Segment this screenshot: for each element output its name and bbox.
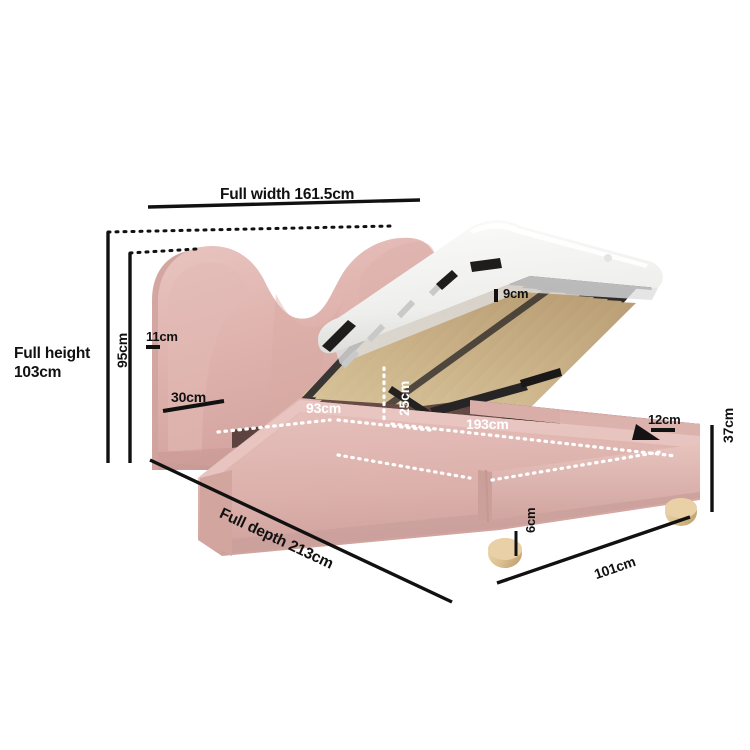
- base-height-label: 37cm: [720, 407, 736, 443]
- full-width-label: Full width 161.5cm: [220, 186, 355, 203]
- full-height-label-line1: Full height: [14, 345, 91, 362]
- headboard-post-width-label: 30cm: [171, 389, 207, 405]
- full-width-line: [147, 198, 421, 209]
- base-front-dotted-2: [490, 450, 662, 482]
- storage-width-label: 93cm: [306, 400, 342, 416]
- slat-frame-clips: [340, 277, 448, 369]
- full-height-label-line2: 103cm: [14, 364, 62, 381]
- storage-depth-label: 25cm: [396, 380, 412, 416]
- storage-base: [198, 368, 700, 556]
- storage-width-line: [216, 418, 332, 434]
- slat-base-thickness-label: 9cm: [503, 286, 529, 301]
- storage-width-line-front: [336, 418, 432, 432]
- headboard-height-label: 95cm: [114, 332, 130, 368]
- full-height-label: Full height 103cm: [14, 344, 90, 382]
- guide-second-dotted: [128, 247, 198, 255]
- storage-length-line: [390, 422, 678, 458]
- bed-width-foot-line: [496, 515, 691, 585]
- base-front-dotted: [336, 453, 472, 480]
- storage-length-label: 193cm: [466, 416, 509, 432]
- headboard-post-width-line: [162, 399, 225, 413]
- storage-length-arrow: [632, 424, 660, 440]
- side-rail-thickness-label: 12cm: [648, 412, 681, 427]
- headboard-thickness-label: 11cm: [146, 329, 178, 344]
- full-depth-line: [149, 458, 453, 604]
- leg-height-label: 6cm: [523, 507, 538, 533]
- guide-top-dotted: [106, 224, 394, 234]
